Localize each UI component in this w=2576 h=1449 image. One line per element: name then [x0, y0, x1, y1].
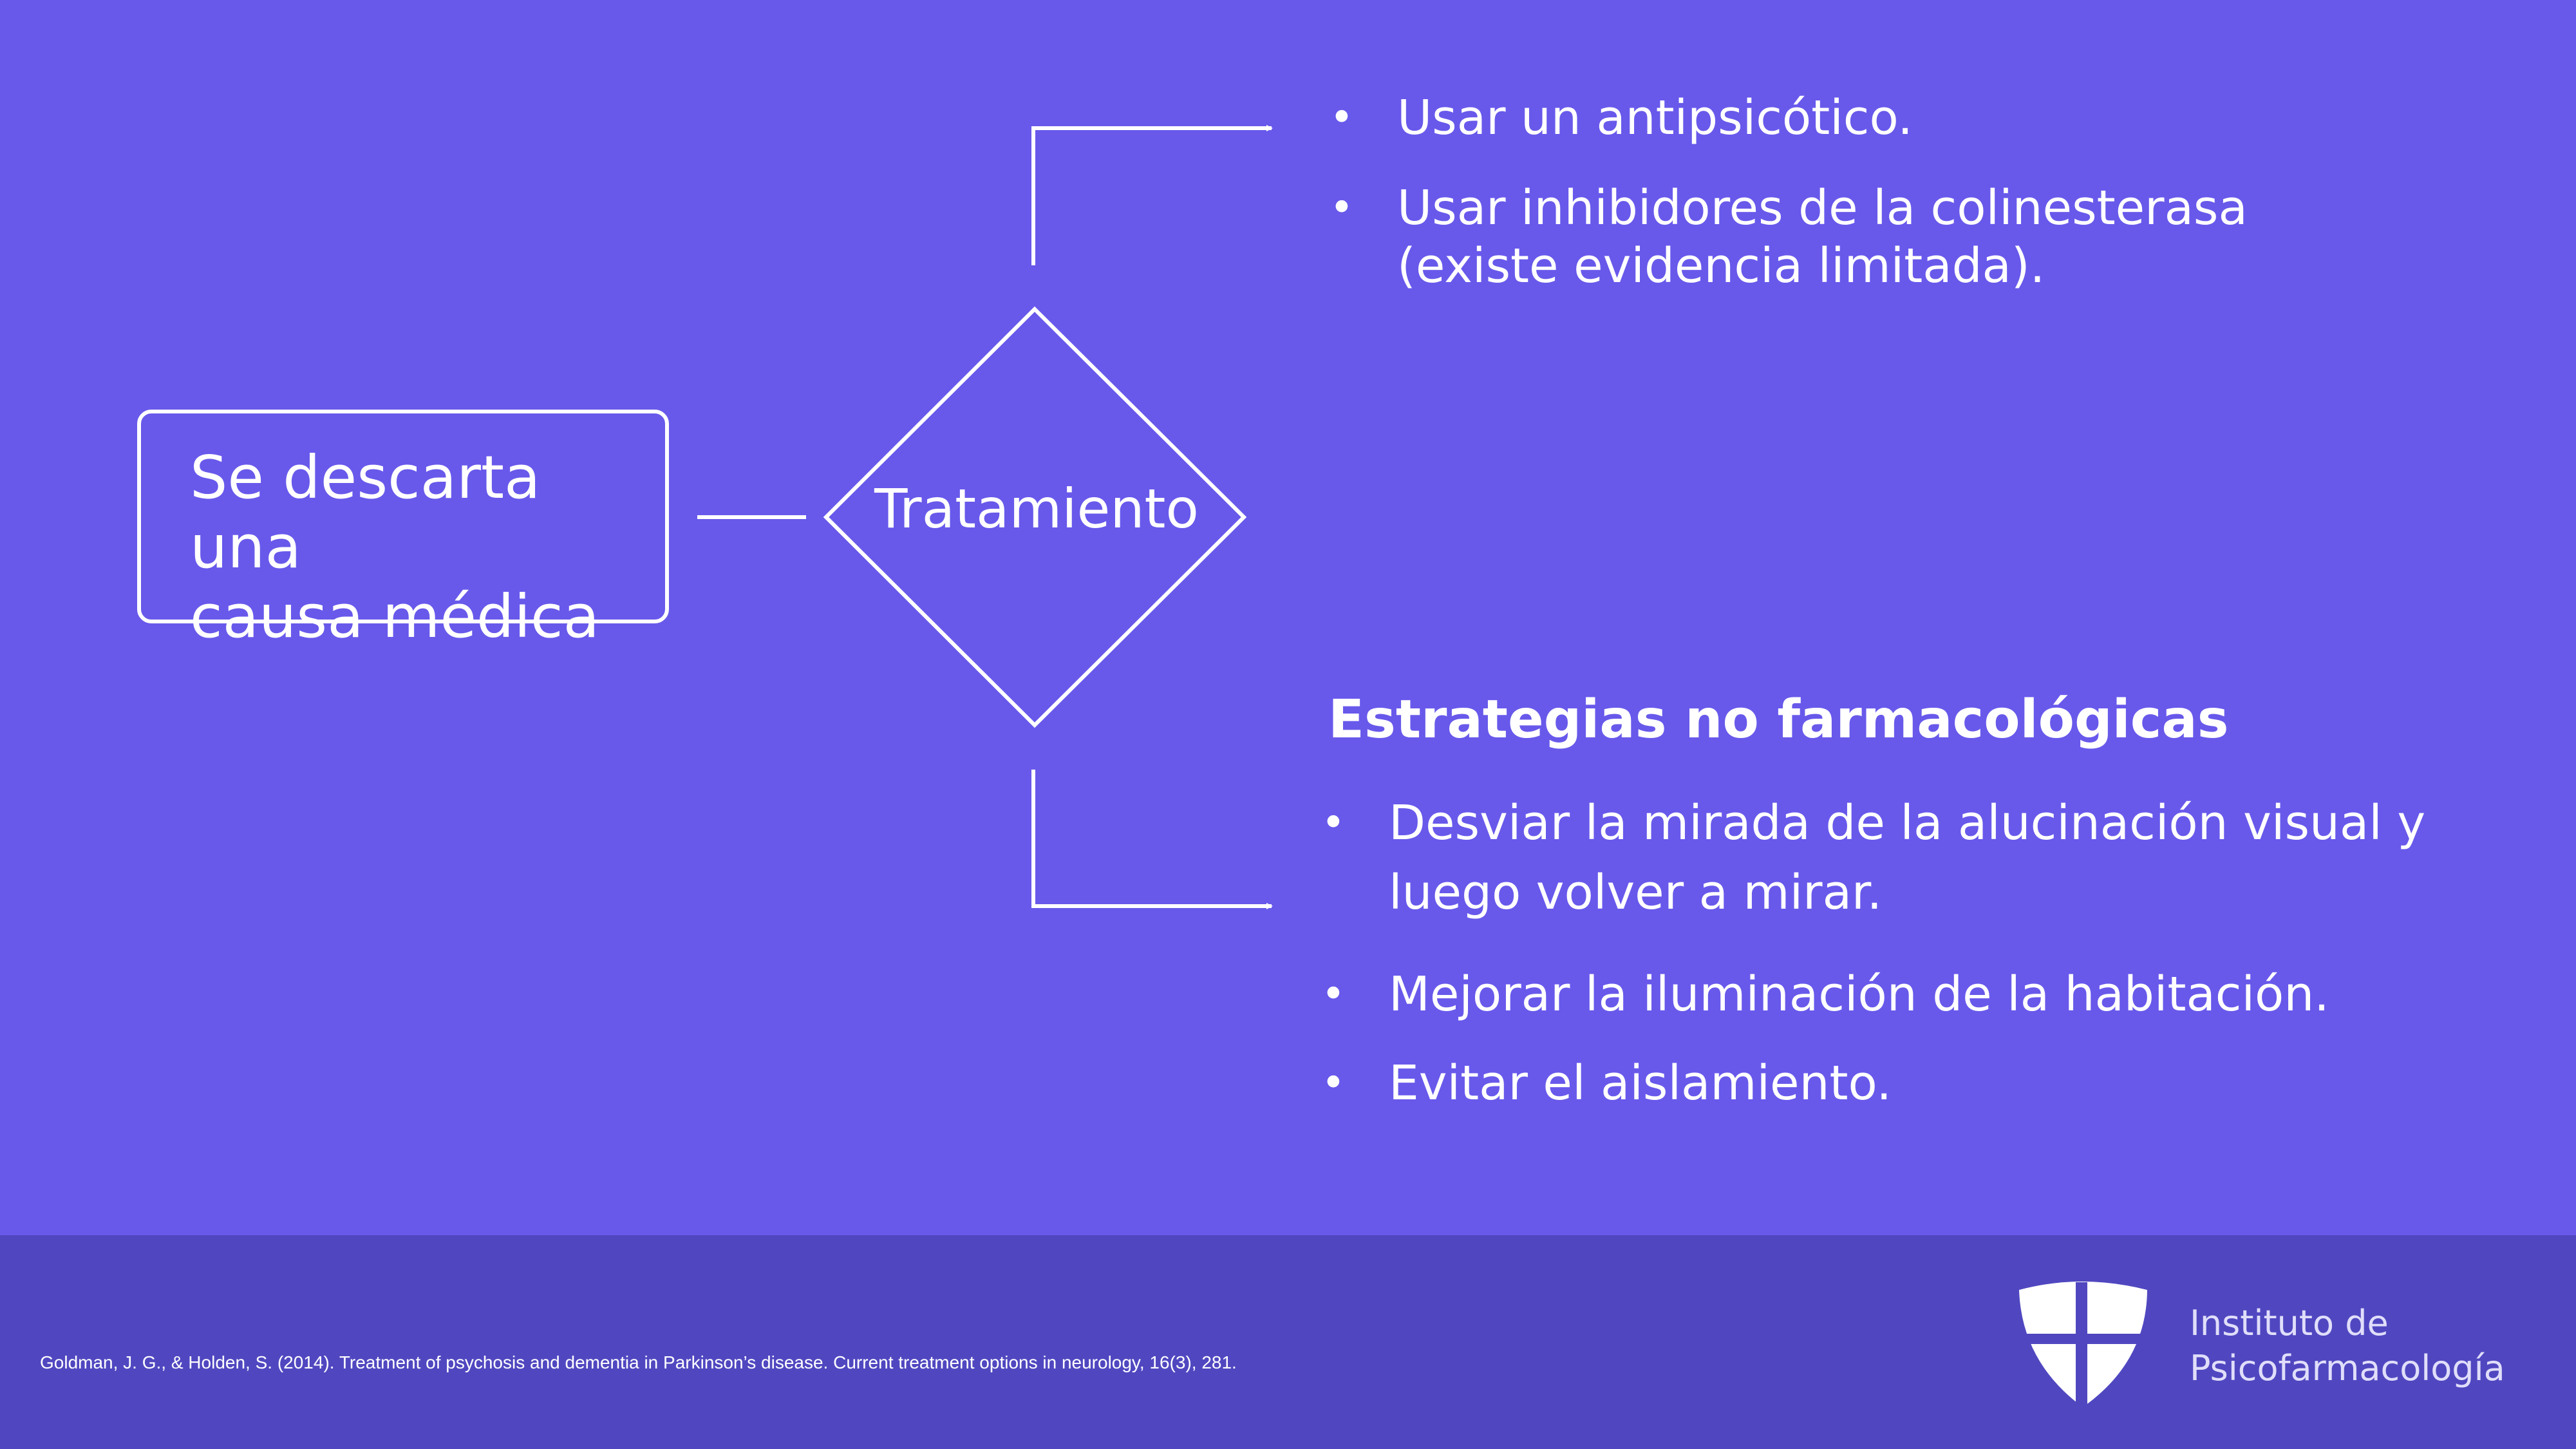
- bullet-icon: •: [1330, 184, 1354, 232]
- start-box: [137, 410, 669, 623]
- brand-line1: Instituto de: [2190, 1303, 2389, 1343]
- list-item: • Mejorar la iluminación de la habitació…: [1321, 960, 2445, 1029]
- brand-line2: Psicofarmacología: [2190, 1348, 2505, 1388]
- bullet-icon: •: [1321, 799, 1346, 847]
- start-box-line1: Se descarta una: [190, 443, 541, 582]
- list-item: • Usar inhibidores de la colinesterasa (…: [1330, 179, 2492, 295]
- arrow-to-non-pharmacological: [1031, 770, 1273, 909]
- brand-name: Instituto de Psicofarmacología: [2190, 1301, 2505, 1391]
- start-box-line2: causa médica: [190, 582, 599, 651]
- decision-label: Tratamiento: [874, 477, 1199, 540]
- list-item: • Evitar el aislamiento.: [1321, 1048, 2445, 1118]
- bullet-icon: •: [1321, 1059, 1346, 1107]
- list-item-text: Desviar la mirada de la alucinación visu…: [1389, 795, 2426, 851]
- bullet-icon: •: [1321, 971, 1346, 1018]
- decision-diamond: [823, 306, 1247, 728]
- list-item-text: Evitar el aislamiento.: [1389, 1056, 1892, 1111]
- list-item-text: Mejorar la iluminación de la habitación.: [1389, 967, 2329, 1022]
- start-box-text: Se descarta una causa médica: [190, 443, 666, 652]
- list-item: • Desviar la mirada de la alucinación vi…: [1321, 788, 2445, 927]
- list-item: • Usar un antipsicótico.: [1330, 89, 2492, 147]
- list-item-text: Usar un antipsicótico.: [1397, 90, 1913, 146]
- pharmacological-list: • Usar un antipsicótico. • Usar inhibido…: [1330, 89, 2492, 295]
- list-item-text-continued: (existe evidencia limitada).: [1397, 238, 2045, 294]
- shield-cross-icon: [2019, 1282, 2148, 1407]
- arrow-to-pharmacological: [1031, 125, 1273, 265]
- non-pharmacological-list: • Desviar la mirada de la alucinación vi…: [1321, 788, 2445, 1118]
- citation: Goldman, J. G., & Holden, S. (2014). Tre…: [40, 1352, 1237, 1372]
- bullet-icon: •: [1330, 94, 1354, 142]
- list-item-text-continued: luego volver a mirar.: [1389, 865, 1883, 920]
- list-item-text: Usar inhibidores de la colinesterasa: [1397, 180, 2248, 236]
- non-pharmacological-heading: Estrategias no farmacológicas: [1328, 689, 2229, 750]
